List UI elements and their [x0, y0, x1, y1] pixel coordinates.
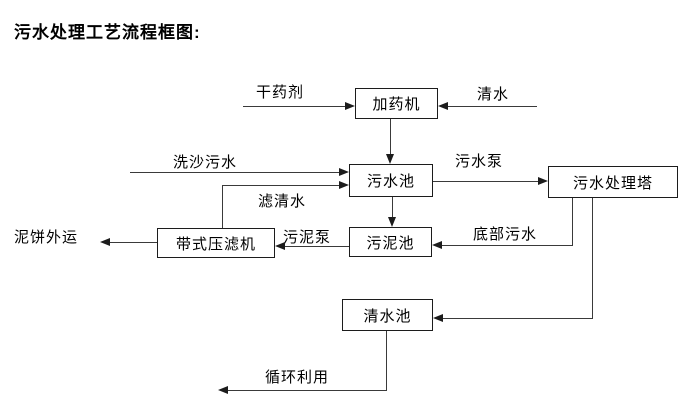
line-filtered-water-horizontal	[222, 185, 339, 186]
line-recycle-vertical	[386, 331, 387, 390]
line-bottom-sewage-vertical	[572, 198, 573, 245]
label-bottom-sewage: 底部污水	[473, 226, 538, 243]
node-treatment-tower: 污水处理塔	[548, 166, 678, 198]
line-sand-washing-sewage	[130, 172, 339, 173]
arrowhead-into-belt-press	[275, 241, 285, 250]
arrowhead-recycle-out	[218, 385, 228, 394]
line-dosing-to-sewage-pool	[390, 119, 391, 155]
label-clean-water: 清水	[477, 86, 510, 103]
node-sludge-pool: 污泥池	[349, 227, 432, 257]
line-tower-to-clean-vertical	[592, 198, 593, 318]
line-sludge-pump	[285, 246, 349, 247]
label-recycle-use: 循环利用	[265, 369, 330, 386]
line-mud-cake-out	[110, 242, 157, 243]
node-sewage-pool: 污水池	[349, 164, 433, 197]
node-dosing-machine: 加药机	[355, 88, 438, 119]
line-dry-chemical	[243, 106, 345, 107]
label-sand-washing-sewage: 洗沙污水	[173, 154, 238, 171]
label-sewage-pump: 污水泵	[455, 153, 504, 170]
line-filtered-water-vertical	[222, 185, 223, 228]
arrowhead-mud-cake-out	[100, 237, 110, 246]
node-belt-filter-press: 带式压滤机	[157, 228, 275, 258]
label-dry-chemical: 干药剂	[256, 84, 305, 101]
line-bottom-sewage-horizontal	[442, 245, 573, 246]
arrowhead-into-sewage-pool-top	[385, 154, 394, 164]
arrowhead-into-tower	[538, 176, 548, 185]
arrowhead-into-clean-pool	[433, 313, 443, 322]
arrowhead-into-sewage-pool-left2	[339, 180, 349, 189]
page-title: 污水处理工艺流程框图:	[14, 23, 201, 42]
node-clean-water-pool: 清水池	[342, 299, 433, 331]
label-filtered-water: 滤清水	[258, 193, 307, 210]
arrowhead-into-sludge-right	[432, 240, 442, 249]
arrowhead-into-sludge-top	[387, 217, 396, 227]
label-mud-cake-out: 泥饼外运	[14, 229, 79, 246]
line-sewage-to-sludge	[392, 197, 393, 218]
arrowhead-into-dosing-left	[345, 101, 355, 110]
line-sewage-pump	[433, 181, 538, 182]
line-recycle-horizontal	[228, 390, 387, 391]
arrowhead-into-dosing-right	[438, 101, 448, 110]
label-sludge-pump: 污泥泵	[283, 229, 332, 246]
arrowhead-into-sewage-pool-left1	[339, 167, 349, 176]
line-tower-to-clean-horizontal	[443, 318, 593, 319]
line-clean-water	[448, 106, 537, 107]
